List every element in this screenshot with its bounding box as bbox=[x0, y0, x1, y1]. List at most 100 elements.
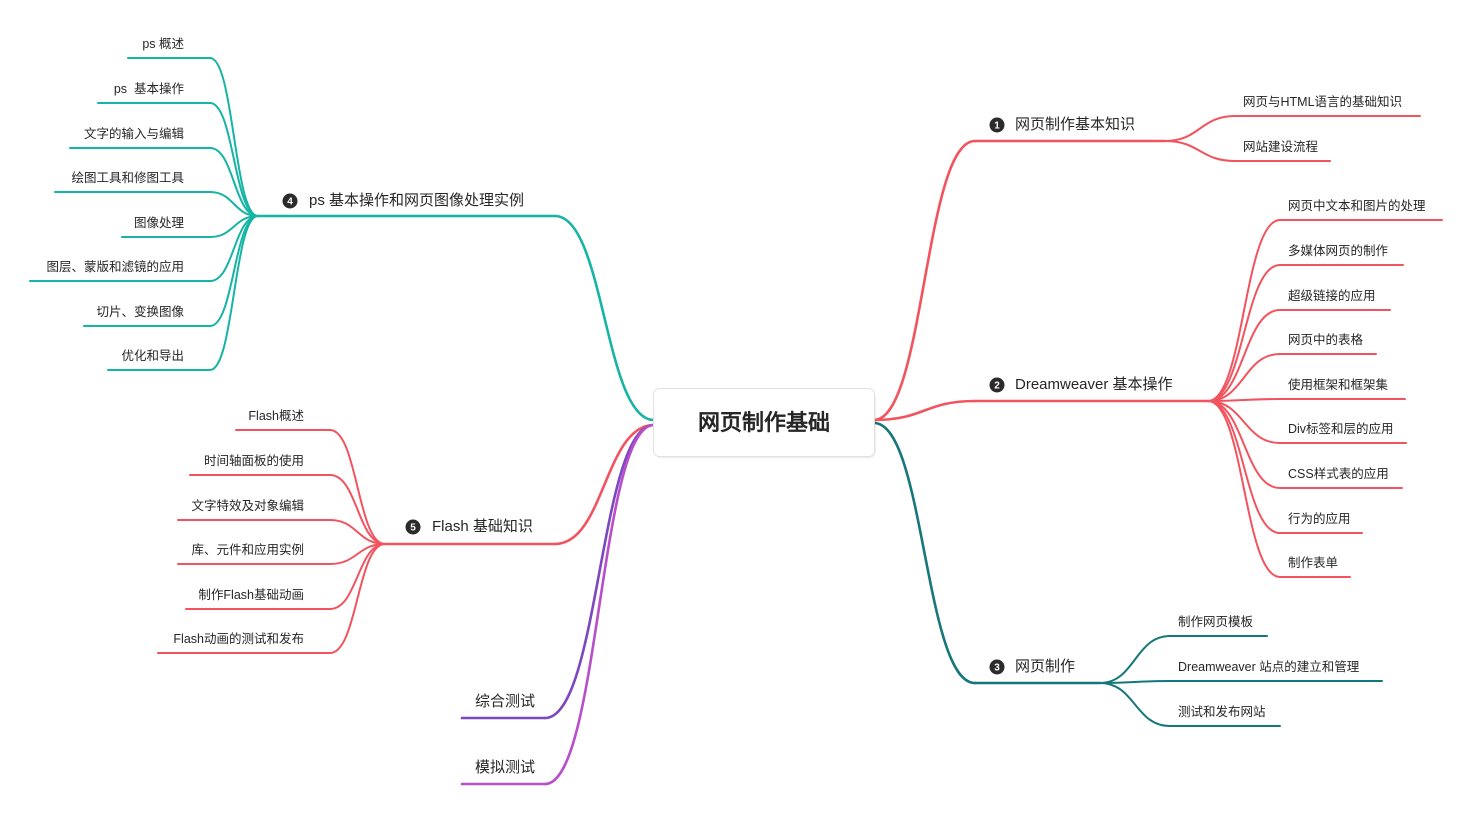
subtopic[interactable]: 多媒体网页的制作 bbox=[1279, 243, 1404, 266]
subtopic[interactable]: 文字特效及对象编辑 bbox=[177, 498, 331, 521]
topic-label: 综合测试 bbox=[475, 693, 535, 710]
main-topic-7[interactable]: 模拟测试 bbox=[460, 759, 547, 786]
subtopic[interactable]: Div标签和层的应用 bbox=[1279, 421, 1407, 444]
subtopic[interactable]: 图层、蒙版和滤镜的应用 bbox=[29, 259, 211, 282]
subtopic-connector bbox=[209, 102, 259, 217]
subtopic[interactable]: 制作Flash基础动画 bbox=[185, 588, 331, 610]
subtopic-label: Dreamweaver 站点的建立和管理 bbox=[1178, 659, 1360, 674]
subtopic-connector bbox=[1207, 398, 1281, 402]
main-topic-1[interactable]: 1 网页制作基本知识 bbox=[973, 116, 1167, 143]
subtopic-connector bbox=[209, 191, 259, 217]
subtopic-label: 文字的输入与编辑 bbox=[84, 126, 184, 141]
subtopic[interactable]: 绘图工具和修图工具 bbox=[54, 170, 211, 193]
subtopic-label: 制作网页模板 bbox=[1178, 615, 1254, 629]
main-topic-5[interactable]: 5 Flash 基础知识 bbox=[383, 518, 557, 546]
topic-label: Dreamweaver 基本操作 bbox=[1015, 376, 1173, 393]
subtopic-connector bbox=[329, 519, 386, 545]
central-topic[interactable]: 网页制作基础 bbox=[653, 388, 877, 459]
subtopic-connector bbox=[1207, 264, 1281, 402]
number-circle bbox=[989, 117, 1005, 133]
subtopic[interactable]: Dreamweaver 站点的建立和管理 bbox=[1169, 659, 1383, 682]
subtopic[interactable]: 网页中文本和图片的处理 bbox=[1279, 198, 1443, 221]
subtopic[interactable]: 制作网页模板 bbox=[1169, 615, 1268, 637]
subtopic-label: 使用框架和框架集 bbox=[1288, 377, 1389, 392]
main-topic-6[interactable]: 综合测试 bbox=[460, 693, 547, 720]
main-topic-4[interactable]: 4 ps 基本操作和网页图像处理实例 bbox=[256, 192, 557, 218]
subtopic[interactable]: 时间轴面板的使用 bbox=[189, 453, 331, 476]
subtopic-connector bbox=[1164, 115, 1236, 142]
subtopic[interactable]: 网页与HTML语言的基础知识 bbox=[1234, 94, 1421, 117]
subtopic-label: 时间轴面板的使用 bbox=[204, 453, 304, 468]
subtopic[interactable]: CSS样式表的应用 bbox=[1279, 466, 1403, 489]
subtopic-connector bbox=[209, 215, 259, 327]
topic-number: 4 bbox=[287, 197, 293, 208]
subtopic-label: 超级链接的应用 bbox=[1288, 288, 1376, 303]
subtopic[interactable]: 网站建设流程 bbox=[1234, 139, 1331, 162]
topic-number: 1 bbox=[994, 121, 1000, 132]
subtopic-label: 测试和发布网站 bbox=[1178, 704, 1266, 719]
topic-label: 网页制作 bbox=[1015, 658, 1075, 675]
topic-number: 3 bbox=[994, 663, 1000, 674]
branch-connector bbox=[872, 139, 977, 422]
subtopic[interactable]: ps 概述 bbox=[127, 37, 211, 59]
topic-label: Flash 基础知识 bbox=[432, 518, 533, 535]
number-circle bbox=[282, 193, 298, 209]
subtopic-label: CSS样式表的应用 bbox=[1288, 466, 1389, 481]
topic-label: 网页制作基本知识 bbox=[1015, 116, 1135, 133]
subtopic-label: ps 基本操作 bbox=[114, 81, 185, 96]
subtopic[interactable]: 切片、变换图像 bbox=[83, 304, 211, 327]
subtopic-connector bbox=[1207, 400, 1281, 489]
main-topic-3[interactable]: 3 网页制作 bbox=[973, 658, 1102, 685]
subtopic-label: 绘图工具和修图工具 bbox=[71, 170, 184, 185]
subtopic-connector bbox=[1207, 400, 1281, 578]
subtopic[interactable]: 文字的输入与编辑 bbox=[69, 126, 211, 149]
topic-label: ps 基本操作和网页图像处理实例 bbox=[309, 192, 524, 209]
subtopic-connector bbox=[1207, 309, 1281, 402]
subtopic[interactable]: 超级链接的应用 bbox=[1279, 288, 1391, 311]
subtopic[interactable]: 库、元件和应用实例 bbox=[177, 542, 331, 565]
topic-number-badge: 4 bbox=[282, 193, 298, 209]
subtopic[interactable]: Flash动画的测试和发布 bbox=[157, 631, 331, 654]
subtopic[interactable]: Flash概述 bbox=[235, 409, 331, 431]
topic-number: 5 bbox=[410, 523, 416, 534]
subtopic[interactable]: ps 基本操作 bbox=[97, 81, 211, 104]
topic-number-badge: 1 bbox=[989, 117, 1005, 133]
subtopic[interactable]: 测试和发布网站 bbox=[1169, 704, 1281, 727]
subtopic[interactable]: 制作表单 bbox=[1279, 556, 1351, 578]
subtopic-connector bbox=[329, 474, 386, 545]
number-circle bbox=[989, 659, 1005, 675]
subtopic[interactable]: 行为的应用 bbox=[1279, 511, 1363, 534]
subtopic-label: 网页中的表格 bbox=[1288, 332, 1364, 347]
topic-number-badge: 3 bbox=[989, 659, 1005, 675]
branch-connector bbox=[543, 423, 656, 720]
subtopic-connector bbox=[1207, 353, 1281, 402]
subtopic[interactable]: 优化和导出 bbox=[107, 349, 211, 371]
subtopic-label: 网站建设流程 bbox=[1243, 139, 1319, 154]
subtopic-connector bbox=[209, 215, 259, 371]
subtopic-label: 行为的应用 bbox=[1288, 511, 1351, 526]
subtopic-label: 优化和导出 bbox=[121, 349, 184, 363]
subtopic-label: 图层、蒙版和滤镜的应用 bbox=[46, 259, 184, 274]
subtopic-label: Flash动画的测试和发布 bbox=[173, 631, 304, 646]
subtopic-connector bbox=[1099, 635, 1171, 684]
subtopic[interactable]: 使用框架和框架集 bbox=[1279, 377, 1406, 400]
number-circle bbox=[405, 519, 421, 535]
subtopic-label: Div标签和层的应用 bbox=[1288, 421, 1394, 436]
subtopic-label: 库、元件和应用实例 bbox=[191, 542, 304, 557]
subtopic-connector bbox=[1207, 400, 1281, 534]
topic-number-badge: 5 bbox=[405, 519, 421, 535]
subtopic[interactable]: 图像处理 bbox=[121, 216, 211, 238]
branch-connector bbox=[553, 423, 656, 546]
subtopic-label: 网页中文本和图片的处理 bbox=[1288, 198, 1426, 213]
subtopic-label: 图像处理 bbox=[134, 216, 185, 230]
number-circle bbox=[989, 377, 1005, 393]
subtopic-label: 制作表单 bbox=[1288, 556, 1338, 570]
subtopic-connector bbox=[209, 57, 259, 217]
subtopic-connector bbox=[1099, 680, 1171, 684]
subtopic-label: Flash概述 bbox=[248, 409, 304, 423]
subtopic[interactable]: 网页中的表格 bbox=[1279, 332, 1377, 355]
subtopic-connector bbox=[1207, 219, 1281, 402]
